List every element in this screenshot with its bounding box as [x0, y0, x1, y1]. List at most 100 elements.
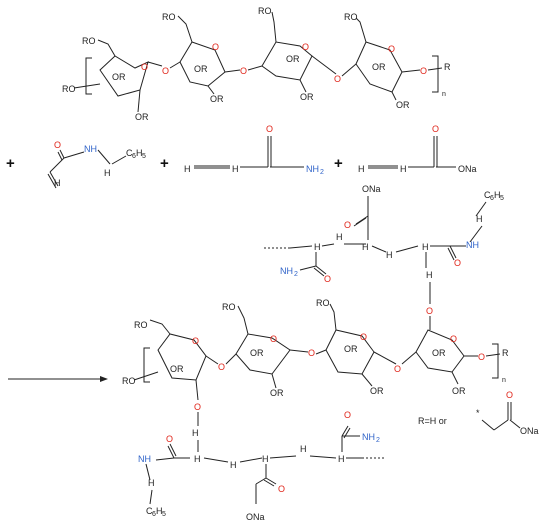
- svg-text:6: 6: [490, 195, 494, 202]
- monomer-benzylacrylamide: O NH H H C 6 H 5: [47, 140, 146, 189]
- ro-8: RO: [222, 302, 236, 312]
- or-14: OR: [432, 348, 446, 358]
- ch2-5: H: [476, 214, 483, 224]
- reaction-arrow: [8, 376, 108, 382]
- ch2-7: H: [386, 250, 393, 260]
- svg-text:2: 2: [376, 437, 380, 444]
- or-4: OR: [210, 94, 224, 104]
- link-o-2: O: [240, 66, 247, 76]
- r-1: R: [444, 62, 451, 72]
- r-def-text: R=H or: [418, 416, 447, 426]
- bracket-right-top: [432, 55, 439, 93]
- svg-text:5: 5: [500, 195, 504, 202]
- ch-5: H: [422, 242, 429, 252]
- nh-3: NH: [138, 454, 151, 464]
- bracket-left-bottom: [143, 347, 150, 383]
- ro-9: RO: [316, 298, 330, 308]
- ch-8: H: [338, 454, 345, 464]
- ch2-4: H: [358, 164, 365, 174]
- link-o-graft-2: O: [194, 402, 201, 412]
- top-cellulose-chain: O RO RO OR OR O O RO OR OR O O RO OR OR …: [62, 6, 451, 122]
- ring-o-3: O: [302, 42, 309, 52]
- or-11: OR: [270, 388, 284, 398]
- lower-graft-chain: H H O NH H C 6 H 5 H H H H O ONa: [138, 410, 384, 522]
- or-9: OR: [170, 364, 184, 374]
- svg-text:6: 6: [132, 153, 136, 160]
- ro-2: RO: [62, 84, 76, 94]
- or-12: OR: [344, 344, 358, 354]
- link-o-8: O: [478, 352, 485, 362]
- ch2-3: H: [184, 164, 191, 174]
- ch2-1: H: [54, 178, 61, 188]
- carbonyl-o-7: O: [506, 390, 513, 400]
- or-7: OR: [372, 62, 386, 72]
- ro-7: RO: [122, 376, 136, 386]
- or-5: OR: [286, 54, 300, 64]
- r-2: R: [502, 348, 509, 358]
- ring-o-1: O: [141, 62, 148, 72]
- nh2-2: NH: [280, 266, 293, 276]
- c6h5-1: C: [126, 148, 133, 158]
- svg-text:H: H: [494, 190, 501, 200]
- carbonyl-o-4: O: [344, 220, 351, 230]
- link-o-graft-1: O: [426, 306, 433, 316]
- ch2-12: H: [300, 444, 307, 454]
- ch2-10: H: [148, 478, 155, 488]
- ch-3: H: [314, 242, 321, 252]
- ona-3: ONa: [520, 426, 539, 436]
- carbonyl-o-8: O: [166, 434, 173, 444]
- or-6: OR: [300, 92, 314, 102]
- ch2-2: H: [104, 168, 111, 178]
- nh2-3: NH: [362, 432, 375, 442]
- or-1: OR: [112, 72, 126, 82]
- plus-2: +: [160, 155, 169, 172]
- ch2-8: H: [426, 270, 433, 280]
- ring-o-2: O: [212, 42, 219, 52]
- link-o-5: O: [218, 362, 225, 372]
- ch-4: H: [362, 242, 369, 252]
- svg-text:6: 6: [152, 511, 156, 518]
- link-o-7: O: [394, 364, 401, 374]
- or-13: OR: [370, 386, 384, 396]
- monomer-sodium-acrylate: H H O ONa: [358, 124, 477, 174]
- plus-1: +: [6, 155, 15, 172]
- nh-1: NH: [84, 144, 97, 154]
- lower-cellulose-chain: O RO RO OR O O O RO OR OR O O RO OR OR O: [122, 298, 509, 412]
- svg-text:2: 2: [320, 169, 324, 176]
- link-o-6: O: [308, 348, 315, 358]
- plus-3: +: [334, 155, 343, 172]
- ro-6: RO: [134, 320, 148, 330]
- ch-1: H: [232, 164, 239, 174]
- n-2: n: [502, 377, 506, 384]
- carbonyl-o-1: O: [54, 140, 61, 150]
- c6h5-3: C: [146, 506, 153, 516]
- svg-text:5: 5: [162, 511, 166, 518]
- or-10: OR: [250, 348, 264, 358]
- monomer-acrylamide: H H O NH 2: [184, 124, 324, 176]
- c6h5-2: C: [484, 190, 491, 200]
- ro-4: RO: [258, 6, 272, 16]
- ring-o-8: O: [450, 334, 457, 344]
- bracket-left-top: [85, 57, 92, 95]
- attach-star: *: [476, 408, 480, 418]
- link-o-4: O: [420, 66, 427, 76]
- carbonyl-o-10: O: [344, 410, 351, 420]
- svg-text:H: H: [136, 148, 143, 158]
- ch2-11: H: [230, 460, 237, 470]
- monomers-row: + O NH H H C 6 H 5 + H H: [6, 124, 477, 189]
- ro-3: RO: [162, 12, 176, 22]
- ona-2: ONa: [362, 184, 381, 194]
- ch-6: H: [194, 454, 201, 464]
- carbonyl-o-5: O: [454, 258, 461, 268]
- svg-text:H: H: [156, 506, 163, 516]
- r-definition: R=H or * O ONa: [418, 390, 539, 436]
- nh2-1: NH: [306, 164, 319, 174]
- link-o-3: O: [334, 74, 341, 84]
- svg-text:5: 5: [142, 153, 146, 160]
- ro-5: RO: [344, 12, 358, 22]
- ona-4: ONa: [246, 512, 265, 522]
- upper-graft-chain: ONa O C 6 H 5 H NH O H H H H H O: [264, 184, 504, 330]
- carbonyl-o-3: O: [432, 124, 439, 134]
- n-1: n: [442, 91, 446, 98]
